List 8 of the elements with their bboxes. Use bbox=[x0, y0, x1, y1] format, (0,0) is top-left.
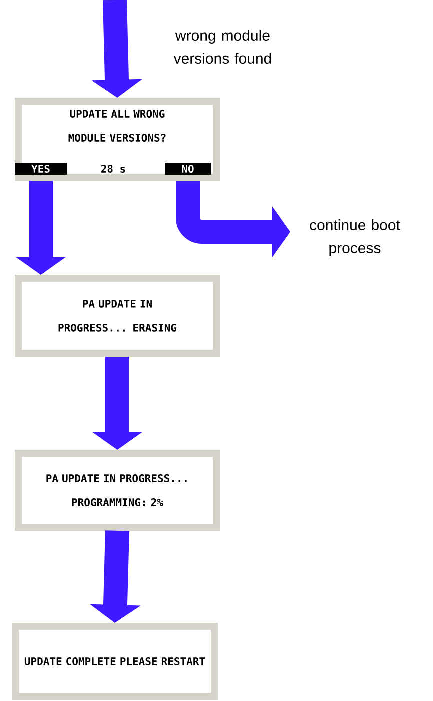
countdown-text: 28 s bbox=[101, 165, 126, 173]
step-text: continue boot process bbox=[310, 220, 400, 256]
softkey-label: YES bbox=[15, 163, 67, 175]
edge-label: wrong module versions found bbox=[174, 30, 272, 64]
softkey-label: NO bbox=[165, 163, 211, 175]
lcd-screen: UPDATE COMPLETE PLEASE RESTART bbox=[12, 623, 218, 700]
lcd-screen: PA UPDATE IN PROGRESS... PROGRAMMING: 2% bbox=[15, 450, 220, 531]
lcd-screen: PA UPDATE IN PROGRESS... ERASING bbox=[15, 275, 220, 357]
